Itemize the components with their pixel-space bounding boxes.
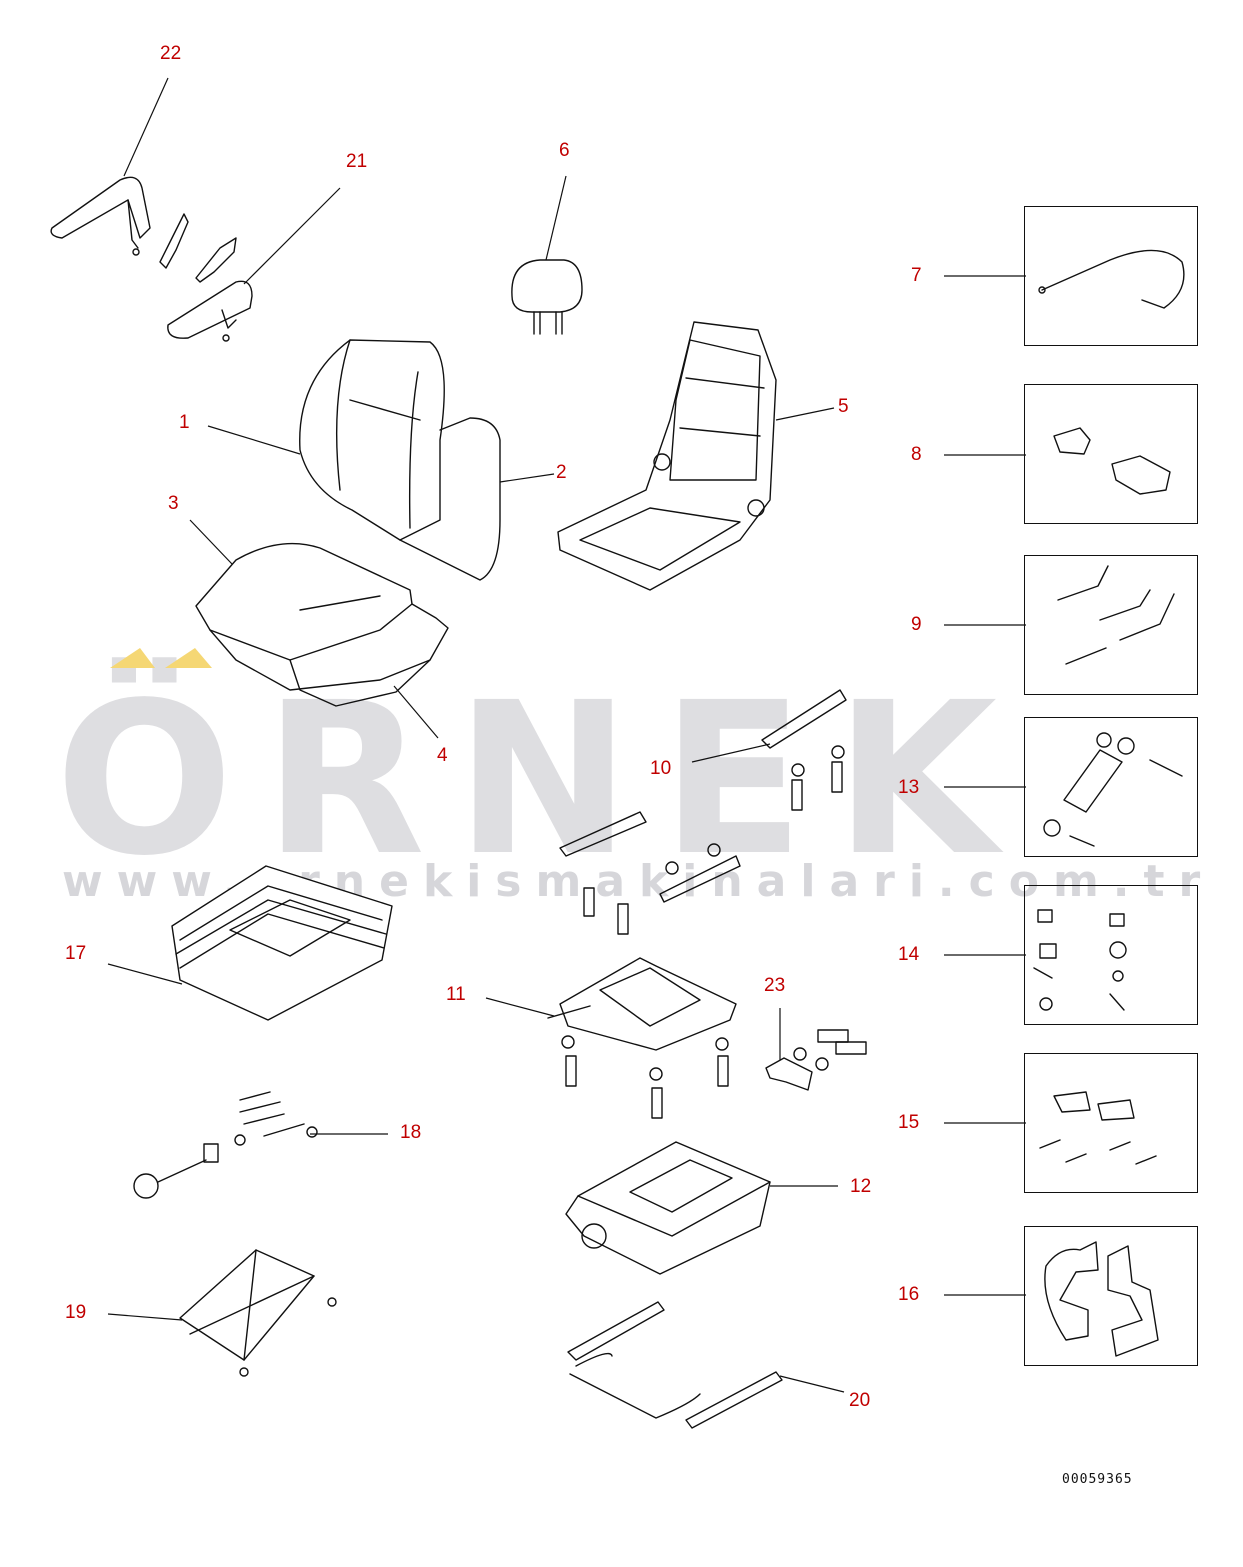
callout-17[interactable]: 17 (65, 943, 87, 964)
callout-18[interactable]: 18 (400, 1122, 422, 1143)
leader-21 (243, 187, 341, 285)
callout-5[interactable]: 5 (838, 396, 849, 417)
kit-box-14 (1024, 885, 1198, 1025)
callout-7[interactable]: 7 (911, 265, 922, 286)
leader-17 (107, 963, 183, 985)
kit-box-9 (1024, 555, 1198, 695)
callout-14[interactable]: 14 (898, 944, 920, 965)
callout-15[interactable]: 15 (898, 1112, 920, 1133)
part-10-rail (559, 689, 847, 935)
part-3-4-cushion (195, 542, 449, 707)
callout-6[interactable]: 6 (559, 140, 570, 161)
leader-1 (207, 425, 301, 455)
leader-4 (393, 685, 439, 739)
part-17-bellows (171, 865, 393, 1021)
leader-5 (775, 407, 835, 421)
callout-8[interactable]: 8 (911, 444, 922, 465)
kit-box-16 (1024, 1226, 1198, 1366)
part-19-scissor (179, 1249, 337, 1377)
document-id: 00059365 (1062, 1472, 1133, 1487)
part-18-knob (133, 1091, 318, 1199)
watermark-accent-left (110, 648, 155, 668)
part-7-cable (1038, 249, 1185, 309)
part-1-2-backrest (299, 339, 501, 581)
part-8-clips (1053, 427, 1171, 495)
part-23-bracket (765, 1029, 867, 1091)
part-5-frame (557, 321, 777, 591)
part-6-headrest (511, 259, 583, 335)
kit-box-7 (1024, 206, 1198, 346)
watermark-brand: ÖRNEK (55, 657, 1028, 902)
kit-box-13 (1024, 717, 1198, 857)
leader-10 (691, 743, 771, 763)
part-14-hardware (1033, 909, 1127, 1011)
callout-3[interactable]: 3 (168, 493, 179, 514)
callout-23[interactable]: 23 (764, 975, 786, 996)
leader-11 (485, 997, 555, 1017)
leader-3 (189, 519, 233, 565)
part-21-armrest (159, 213, 253, 342)
callout-10[interactable]: 10 (650, 758, 672, 779)
callout-19[interactable]: 19 (65, 1302, 87, 1323)
callout-1[interactable]: 1 (179, 412, 190, 433)
kit-box-8 (1024, 384, 1198, 524)
leader-22 (123, 77, 169, 177)
callout-13[interactable]: 13 (898, 777, 920, 798)
watermark-accent-right (165, 648, 212, 668)
callout-21[interactable]: 21 (346, 151, 368, 172)
part-16-brackets (1044, 1241, 1159, 1357)
callout-11[interactable]: 11 (446, 984, 466, 1005)
leader-19 (107, 1313, 183, 1321)
callout-22[interactable]: 22 (160, 43, 182, 64)
part-12-suspension (565, 1141, 771, 1275)
part-13-damper (1043, 732, 1183, 847)
leader-20 (779, 1375, 845, 1393)
part-11-slider (547, 957, 737, 1119)
part-22-armrest (50, 176, 151, 256)
callout-9[interactable]: 9 (911, 614, 922, 635)
callout-4[interactable]: 4 (437, 745, 448, 766)
callout-12[interactable]: 12 (850, 1176, 872, 1197)
part-9-springs (1057, 565, 1175, 665)
leader-6 (545, 175, 567, 261)
kit-box-15 (1024, 1053, 1198, 1193)
part-20-rails (567, 1301, 783, 1429)
callout-16[interactable]: 16 (898, 1284, 920, 1305)
leader-2 (499, 473, 555, 483)
part-15-clips (1039, 1091, 1157, 1165)
callout-2[interactable]: 2 (556, 462, 567, 483)
callout-20[interactable]: 20 (849, 1390, 871, 1411)
